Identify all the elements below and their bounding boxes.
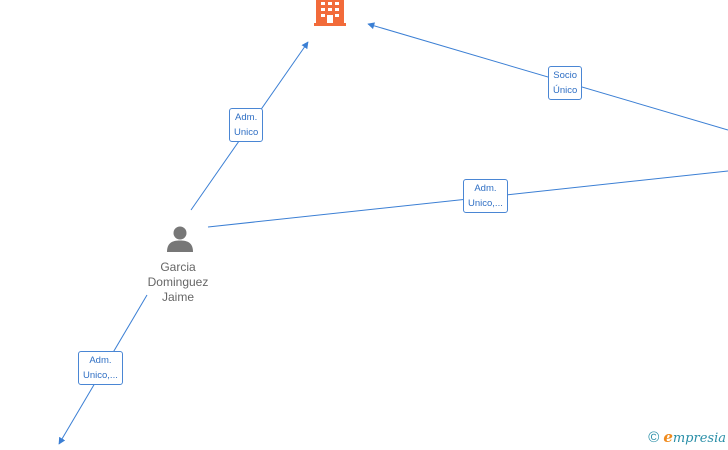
person-name-line-1: Garcia — [160, 260, 196, 274]
person-name-line-3: Jaime — [161, 290, 194, 304]
edge-label-line: Unico — [234, 127, 259, 138]
edge-label-line: Único — [553, 85, 578, 96]
edge-label-adm-unico-right[interactable]: Adm. Unico,... — [463, 179, 508, 213]
edge-label-line: Socio — [553, 70, 578, 81]
edge-label-line: Adm. — [89, 355, 112, 366]
person-name-line-2: Dominguez — [147, 275, 209, 289]
edge-label-line: Adm. — [474, 183, 497, 194]
building-icon[interactable] — [314, 0, 346, 26]
person-icon[interactable] — [167, 226, 193, 253]
edge-label-socio-unico[interactable]: Socio Único — [548, 66, 583, 100]
edge-label-line: Adm. — [235, 112, 258, 123]
edge-label-line: Unico,... — [83, 370, 118, 381]
edge-label-adm-unico[interactable]: Adm. Unico — [229, 108, 264, 142]
empresia-logo: empresia — [663, 428, 726, 446]
edge-label-line: Unico,... — [468, 198, 503, 209]
empresia-watermark: ©empresia — [648, 428, 726, 446]
edge-label-adm-unico-bottom[interactable]: Adm. Unico,... — [78, 351, 123, 385]
copyright-symbol: © — [648, 429, 660, 446]
person-name-label[interactable]: Garcia Dominguez Jaime — [133, 260, 223, 305]
